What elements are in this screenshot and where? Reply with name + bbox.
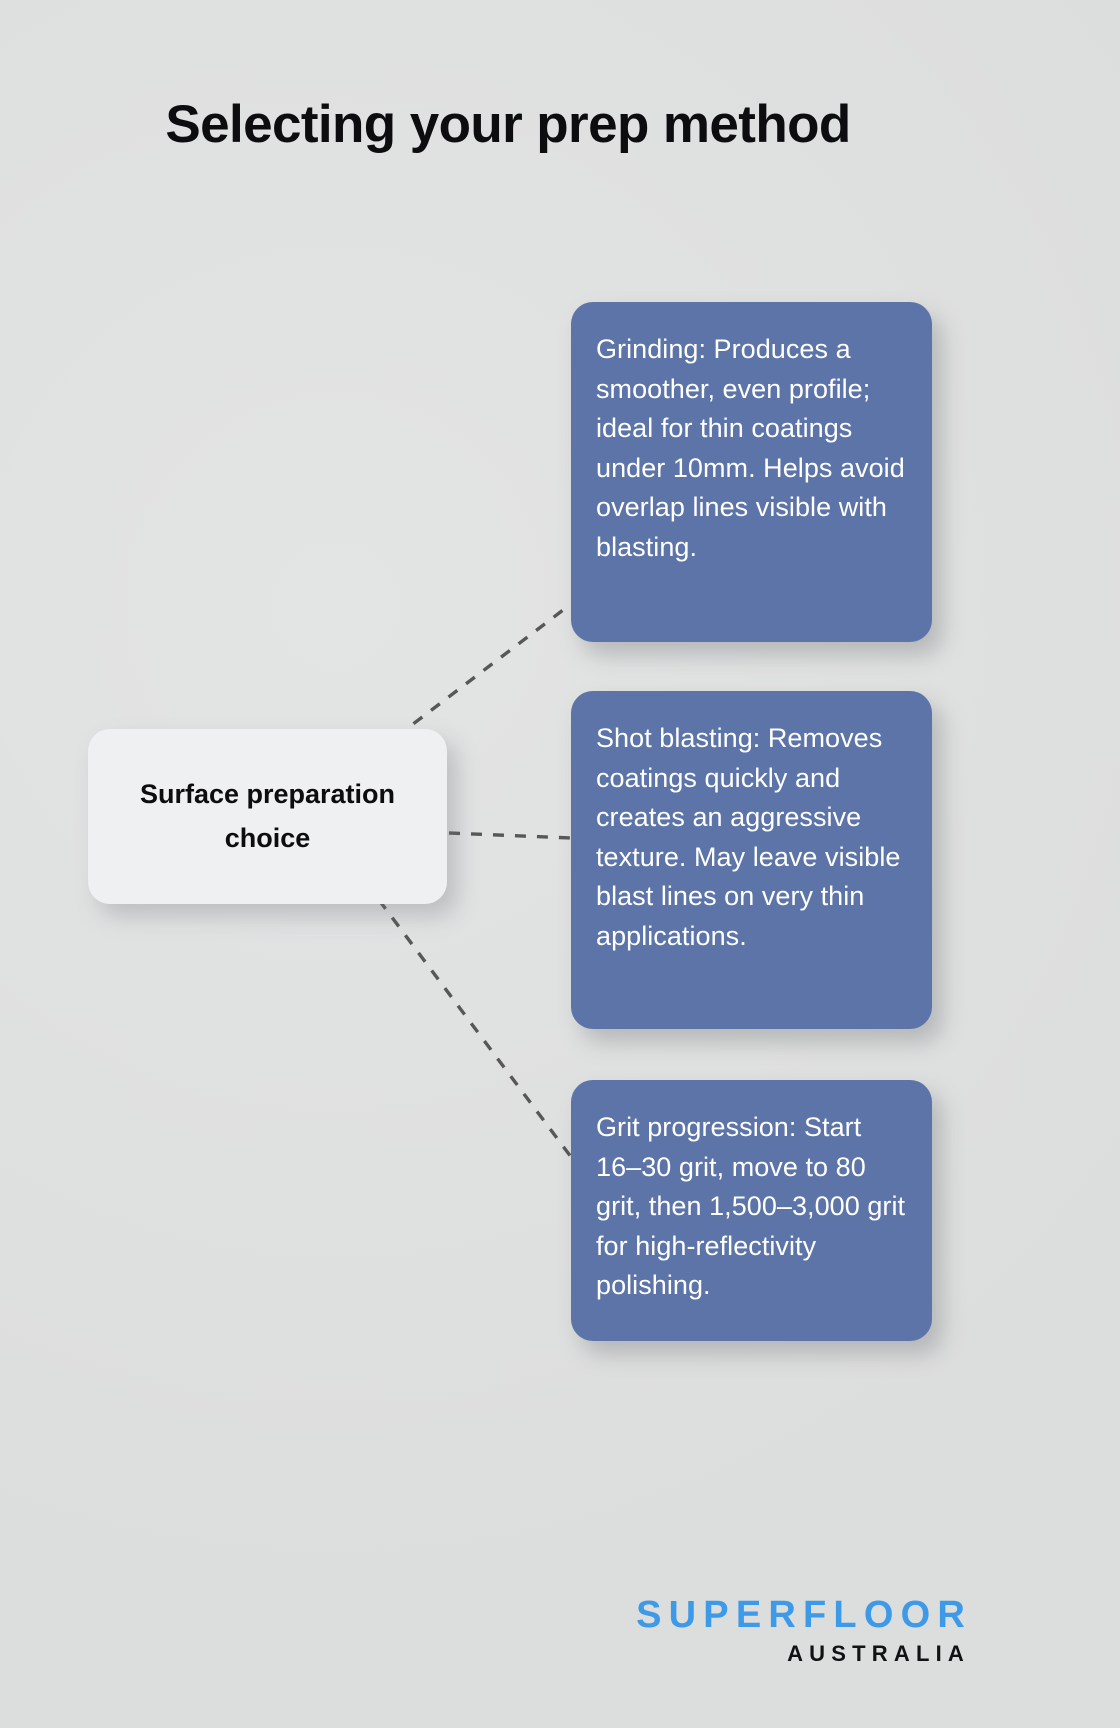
branch-card-grit-progression-text: Grit progression: Start 16–30 grit, move… (596, 1112, 906, 1301)
brand-logo: SUPERFLOOR AUSTRALIA (582, 1596, 972, 1665)
connector-to-grit (377, 898, 594, 1187)
branch-card-shot-blasting[interactable]: Shot blasting: Removes coatings quickly … (571, 691, 932, 1029)
brand-logo-primary: SUPERFLOOR (636, 1594, 972, 1636)
brand-logo-secondary: AUSTRALIA (787, 1641, 970, 1666)
branch-card-grinding[interactable]: Grinding: Produces a smoother, even prof… (571, 302, 932, 642)
connector-to-grinding (394, 602, 573, 739)
branch-card-grinding-text: Grinding: Produces a smoother, even prof… (596, 334, 905, 562)
page-title: Selecting your prep method (165, 95, 851, 154)
connector-to-shot-blasting (448, 831, 572, 840)
branch-card-shot-blasting-text: Shot blasting: Removes coatings quickly … (596, 723, 901, 951)
branch-card-grit-progression[interactable]: Grit progression: Start 16–30 grit, move… (571, 1080, 932, 1341)
hub-node[interactable]: Surface preparation choice (88, 729, 447, 904)
hub-node-label: Surface preparation choice (139, 779, 396, 853)
